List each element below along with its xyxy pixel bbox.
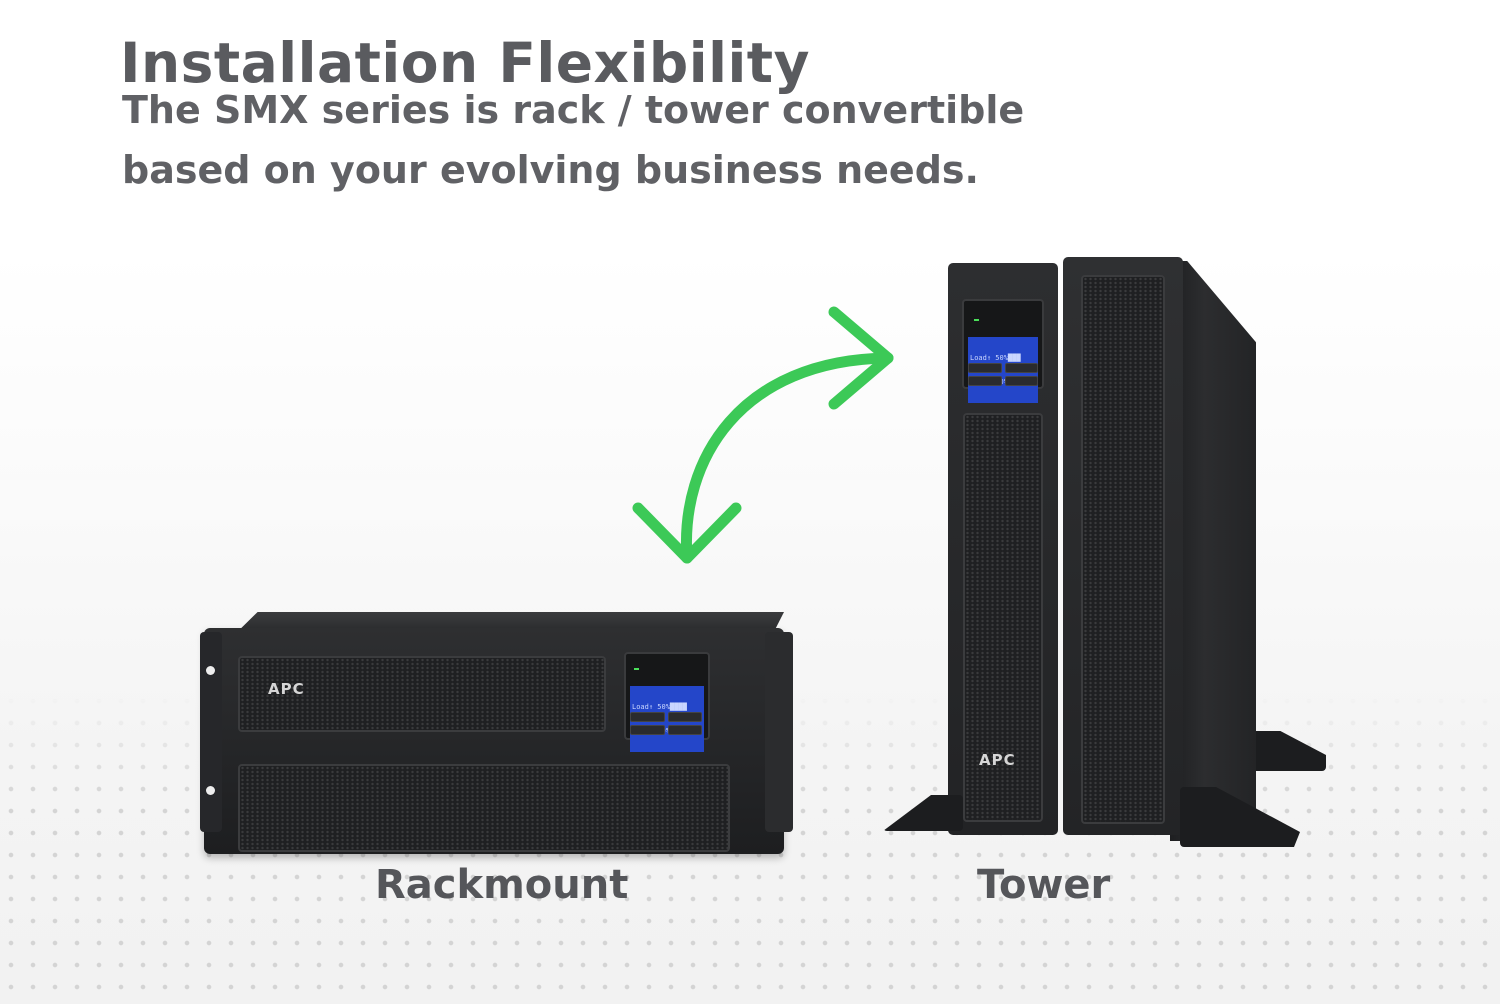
up-button-icon — [667, 712, 702, 722]
esc-button-icon — [630, 712, 665, 722]
tower-main-front: Load↑ 50%███ Batt:100%████ APC — [948, 263, 1058, 835]
tower-side-panel — [1170, 261, 1256, 841]
rackmount-ups-image: APC Load↑ 50%████ Batt:100%█████ — [200, 612, 795, 857]
tower-foot-back — [1250, 731, 1326, 771]
tower-battery-front — [1063, 257, 1183, 835]
lcd-line-load: Load↑ 50%███ — [970, 354, 1021, 362]
rack-lower-grille — [238, 764, 730, 852]
tower-label: Tower — [977, 862, 1111, 908]
rack-ear-left — [200, 632, 222, 832]
tower-battery-grille — [1081, 275, 1165, 824]
rack-panel-buttons — [630, 712, 702, 735]
double-curved-arrow-icon — [632, 306, 894, 564]
tower-main-grille: APC — [963, 413, 1043, 822]
rack-ear-right — [765, 632, 793, 832]
status-led — [634, 668, 639, 670]
rack-control-panel: Load↑ 50%████ Batt:100%█████ — [624, 652, 710, 752]
page-title: Installation Flexibility — [120, 30, 810, 95]
esc-button-icon — [968, 363, 1002, 373]
down-button-icon — [1004, 376, 1038, 386]
tower-ups-image: Load↑ 50%███ Batt:100%████ APC — [880, 255, 1330, 855]
down-button-icon — [667, 725, 702, 735]
enter-button-icon — [968, 376, 1002, 386]
apc-logo: APC — [979, 751, 1016, 769]
tower-panel-buttons — [968, 363, 1038, 386]
up-button-icon — [1004, 363, 1038, 373]
rack-upper-grille: APC — [238, 656, 606, 732]
enter-button-icon — [630, 725, 665, 735]
lcd-line-load: Load↑ 50%████ — [632, 703, 687, 711]
mount-hole-icon — [206, 666, 215, 675]
tower-foot-left — [883, 795, 963, 831]
page-subtitle: The SMX series is rack / tower convertib… — [122, 88, 1025, 192]
tower-control-panel: Load↑ 50%███ Batt:100%████ — [962, 299, 1044, 403]
mount-hole-icon — [206, 786, 215, 795]
apc-logo: APC — [268, 680, 305, 698]
rackmount-label: Rackmount — [375, 862, 629, 908]
rack-chassis: APC Load↑ 50%████ Batt:100%█████ — [204, 628, 784, 854]
status-led — [974, 319, 979, 321]
